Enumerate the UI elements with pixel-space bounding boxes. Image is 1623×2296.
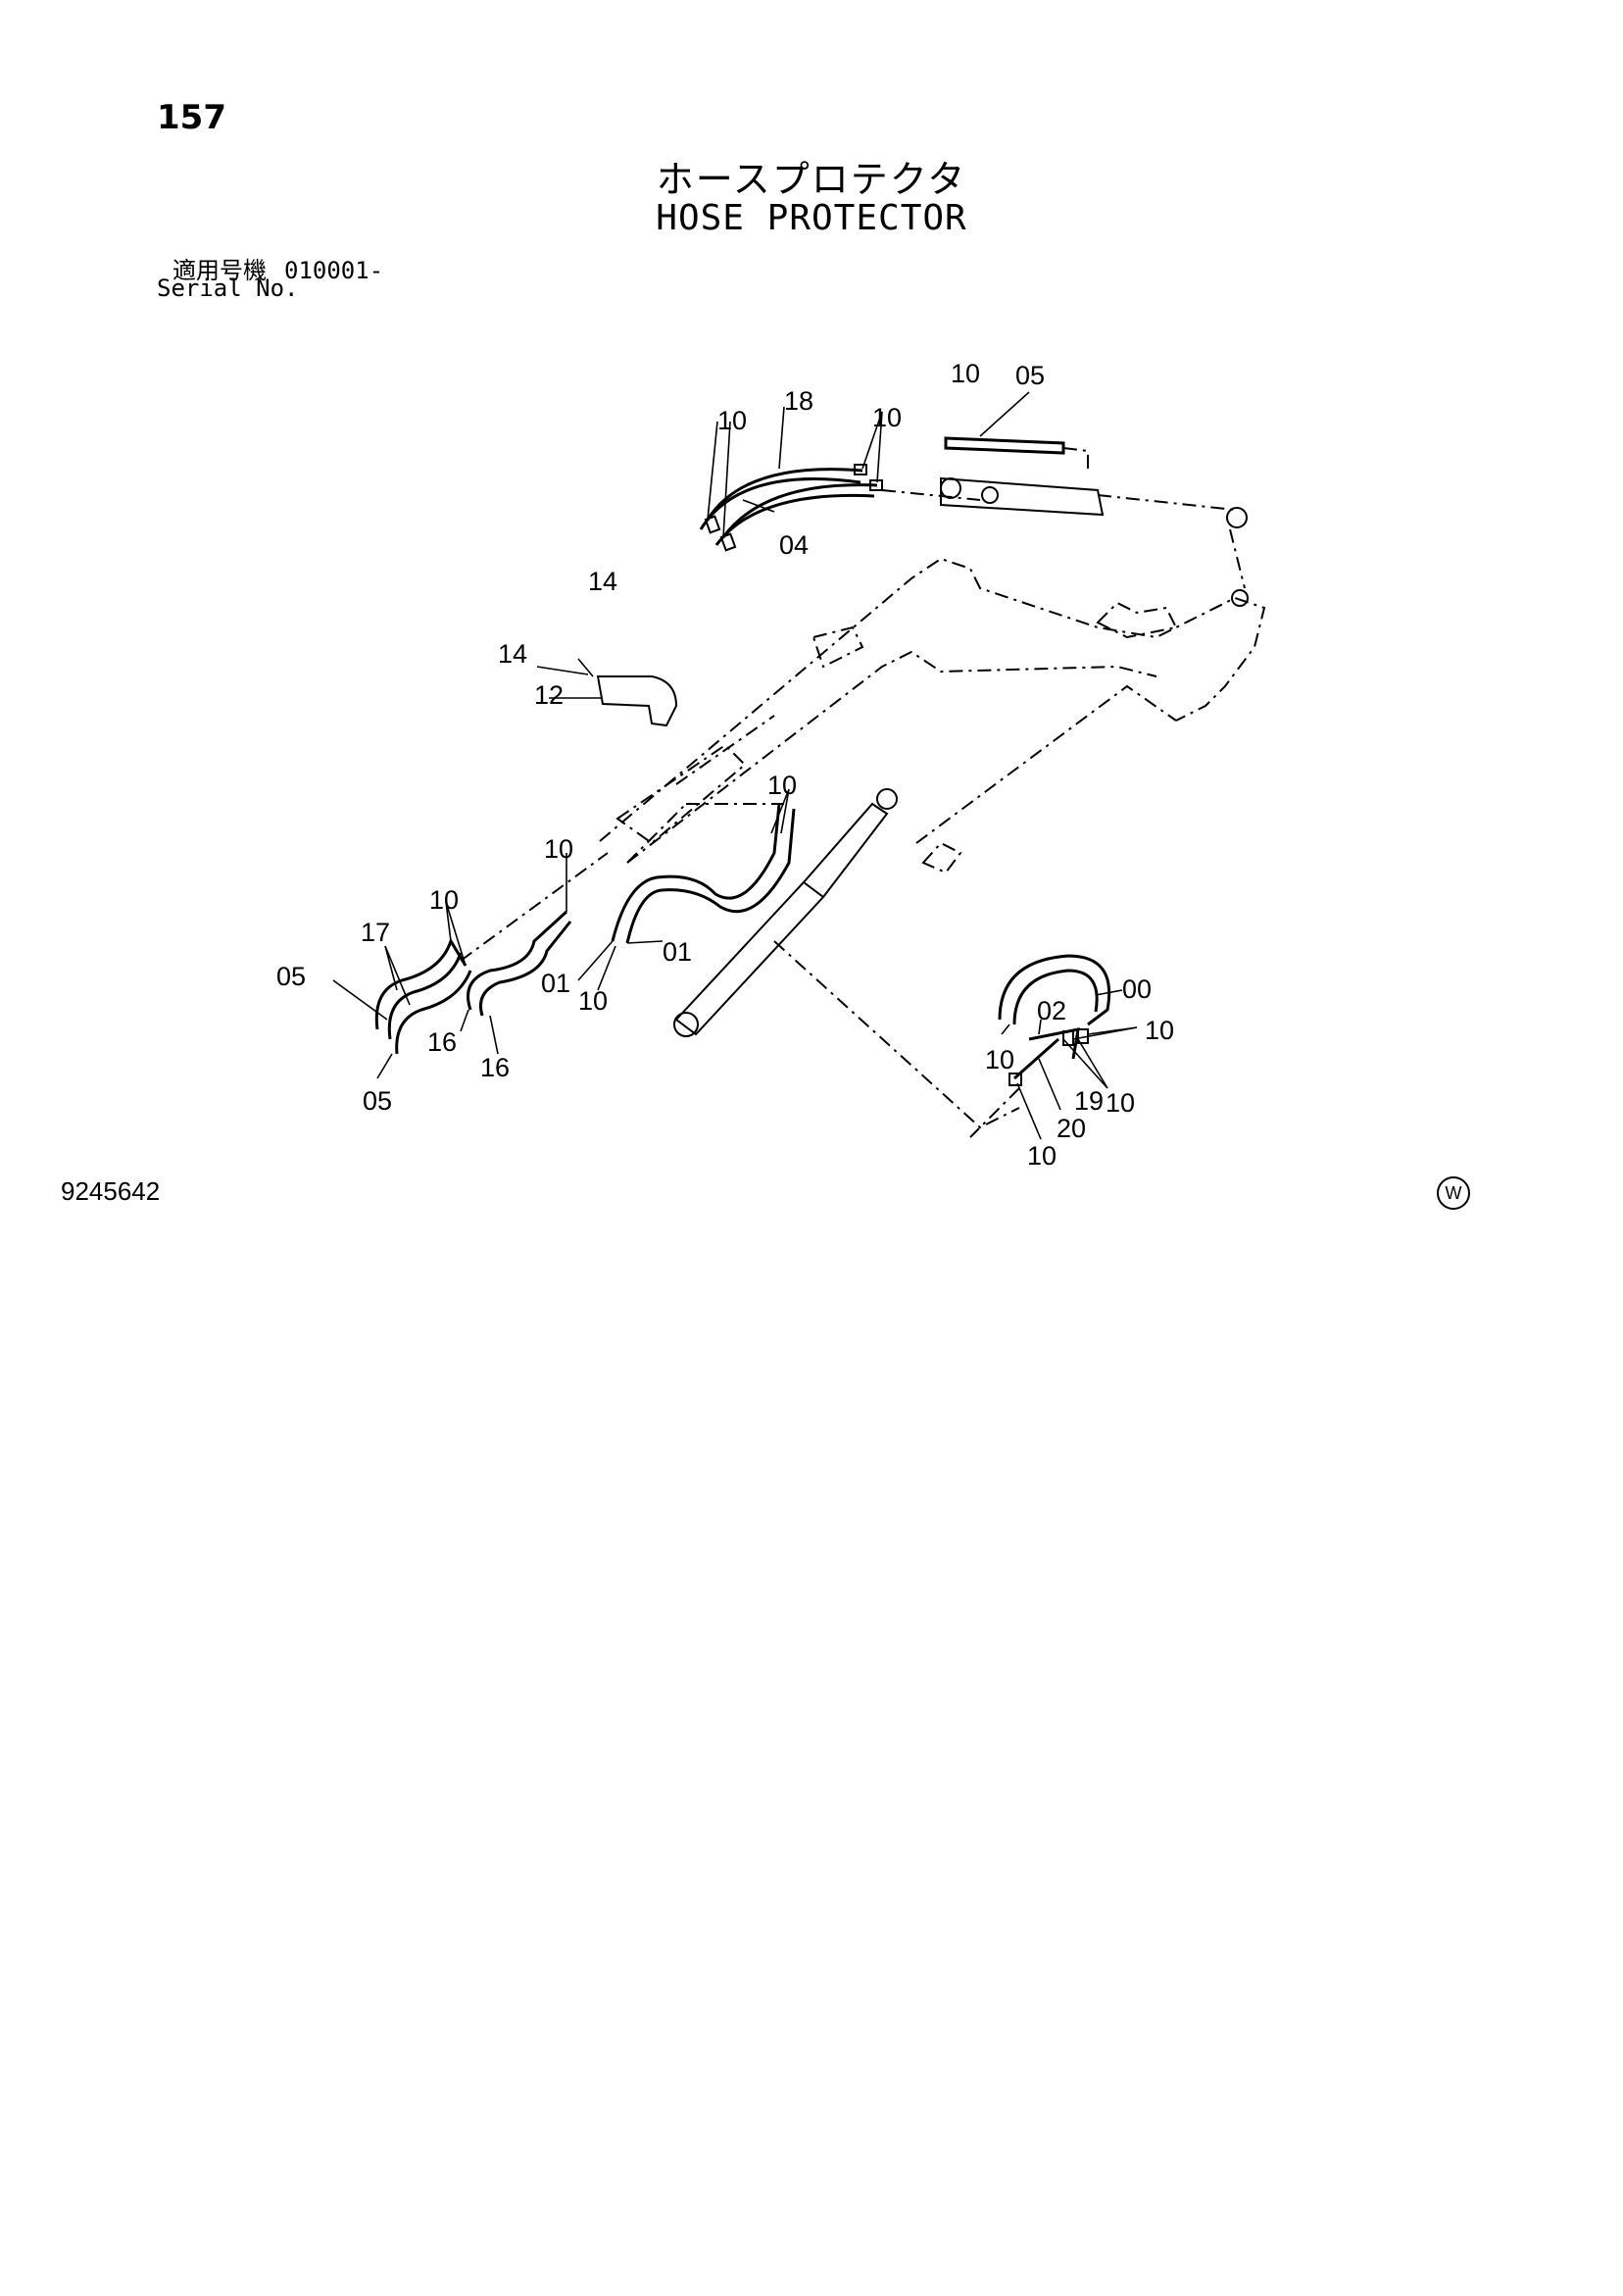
serial-label-jp-text: 適用号機 (172, 257, 267, 284)
hose-protector-01 (611, 803, 796, 944)
callout-01: 01 (541, 969, 570, 998)
callout-17: 17 (361, 918, 390, 947)
callout-10: 10 (717, 406, 747, 435)
callout-10: 10 (1027, 1141, 1057, 1171)
callout-19: 19 (1074, 1086, 1104, 1116)
callout-00: 00 (1122, 974, 1152, 1004)
callout-04: 04 (779, 530, 809, 560)
callout-10: 10 (872, 403, 902, 432)
callout-12: 12 (534, 680, 564, 710)
page-title-japanese: ホースプロテクタ (656, 158, 967, 201)
w-circle-mark: W (1437, 1176, 1470, 1210)
hose-protector-05-top (944, 436, 1089, 471)
callout-10: 10 (578, 986, 608, 1016)
callout-10: 10 (1145, 1016, 1174, 1045)
serial-label-english: Serial No. (157, 275, 299, 302)
callout-02: 02 (1037, 996, 1066, 1025)
callout-14: 14 (498, 639, 527, 669)
hose-protector-18-04 (699, 464, 981, 552)
callout-16: 16 (427, 1027, 457, 1057)
callout-18: 18 (784, 386, 813, 416)
callout-numbers: 10 05 10 18 10 04 14 14 12 10 10 10 17 0… (276, 359, 1174, 1171)
serial-range: 010001- (284, 257, 384, 284)
protector-12 (536, 658, 678, 727)
callout-10: 10 (429, 885, 459, 915)
drawing-number: 9245642 (61, 1176, 161, 1206)
leader-lines (332, 391, 1138, 1140)
serial-label-japanese: 適用号機 010001- (172, 251, 383, 285)
boom-outline (599, 557, 1266, 874)
arm-outline (615, 715, 775, 864)
callout-01: 01 (663, 937, 692, 967)
callout-10: 10 (1106, 1088, 1135, 1118)
callout-16: 16 (480, 1053, 510, 1082)
callout-10: 10 (767, 771, 797, 800)
boom-cylinder (940, 476, 1249, 607)
callout-14: 14 (588, 567, 617, 596)
callout-10: 10 (544, 834, 573, 864)
page-title-english: HOSE PROTECTOR (656, 198, 967, 238)
callout-05: 05 (1015, 361, 1045, 390)
arm-cylinder (673, 788, 1020, 1129)
callout-10: 10 (951, 359, 980, 388)
callout-05: 05 (276, 962, 306, 991)
callout-05: 05 (363, 1086, 392, 1116)
hose-protector-05-17 (374, 852, 609, 1055)
hose-protector-16 (467, 910, 572, 1017)
callout-20: 20 (1057, 1114, 1086, 1143)
page-number: 157 (157, 98, 226, 137)
callout-10: 10 (985, 1045, 1014, 1074)
